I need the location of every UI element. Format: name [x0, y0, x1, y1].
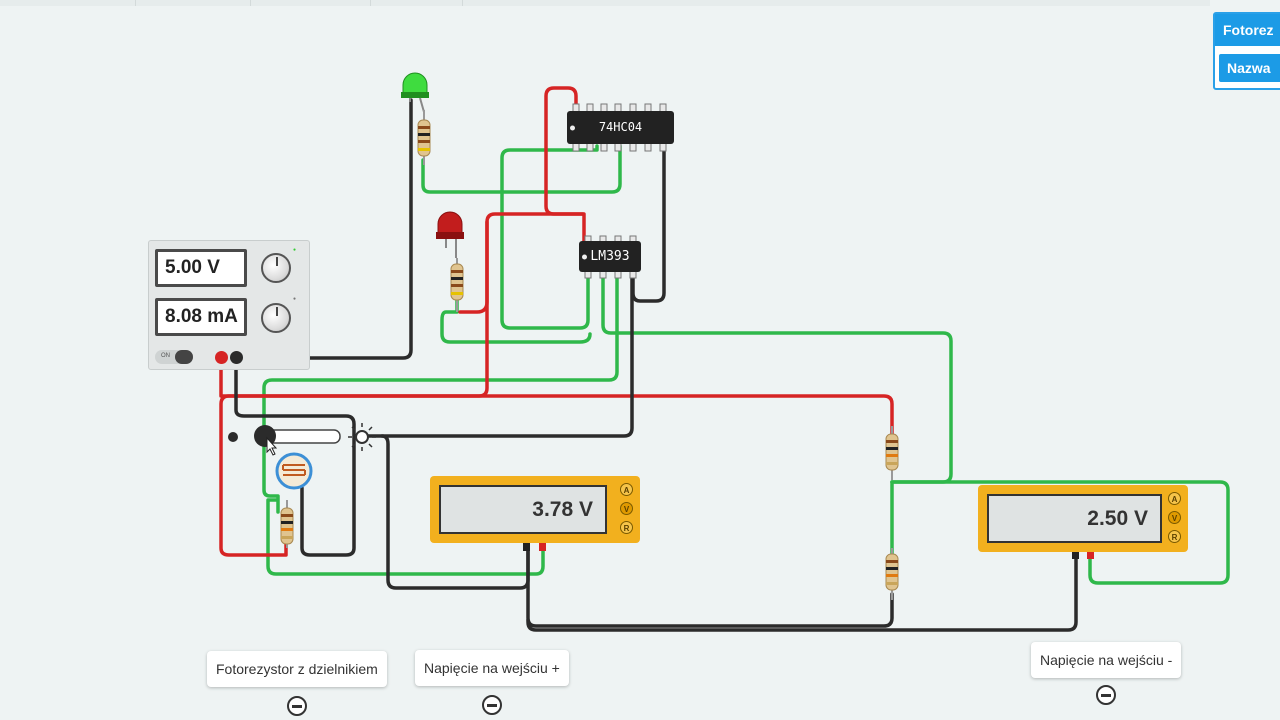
power-toggle-button[interactable]: ON	[155, 350, 193, 364]
collapse-minus-icon[interactable]	[482, 695, 502, 715]
red-wires[interactable]	[219, 86, 894, 557]
cv-indicator: ●	[293, 247, 297, 253]
meter-left-reading: 3.78 V	[439, 485, 607, 534]
negative-terminal[interactable]	[230, 351, 243, 364]
resistor-icon[interactable]	[450, 258, 464, 312]
chip-74hc04-label: 74HC04	[598, 120, 643, 134]
multimeter-right[interactable]: 2.50 V A V R	[978, 485, 1188, 552]
name-button[interactable]: Nazwa	[1219, 54, 1280, 82]
green-led-icon[interactable]	[401, 72, 429, 113]
meter-right-amp-button[interactable]: A	[1168, 492, 1181, 505]
label-input-plus[interactable]: Napięcie na wejściu +	[415, 650, 569, 686]
photoresistor-icon[interactable]	[275, 452, 313, 490]
top-toolbar-edge	[0, 0, 1210, 6]
resistor-icon[interactable]	[885, 426, 899, 480]
meter-left-amp-button[interactable]: A	[620, 483, 633, 496]
meter-left-volt-button[interactable]: V	[620, 502, 633, 515]
chip-lm393-label: LM393	[590, 249, 630, 264]
voltage-display: 5.00 V	[155, 249, 247, 287]
chip-lm393[interactable]: LM393	[579, 241, 641, 272]
green-wires[interactable]	[262, 144, 1230, 585]
slider-icon[interactable]	[228, 423, 376, 456]
resistor-icon[interactable]	[885, 548, 899, 600]
meter-right-reading: 2.50 V	[987, 494, 1162, 543]
label-photoresistor[interactable]: Fotorezystor z dzielnikiem	[207, 651, 387, 687]
collapse-minus-icon[interactable]	[287, 696, 307, 716]
toggle-knob	[175, 350, 193, 364]
red-led-icon[interactable]	[436, 211, 464, 258]
component-inspector-panel: Fotorez Nazwa	[1213, 12, 1280, 90]
power-supply[interactable]: 5.00 V 8.08 mA ● ● ON	[148, 240, 310, 370]
meter-left-ohm-button[interactable]: R	[620, 521, 633, 534]
resistor-icon[interactable]	[417, 110, 431, 165]
cc-indicator: ●	[293, 296, 297, 302]
multimeter-left[interactable]: 3.78 V A V R	[430, 476, 640, 543]
voltage-knob[interactable]	[261, 253, 291, 283]
collapse-minus-icon[interactable]	[1096, 685, 1116, 705]
resistor-icon[interactable]	[280, 500, 294, 548]
meter-right-ohm-button[interactable]: R	[1168, 530, 1181, 543]
positive-terminal[interactable]	[215, 351, 228, 364]
meter-right-volt-button[interactable]: V	[1168, 511, 1181, 524]
current-knob[interactable]	[261, 303, 291, 333]
label-input-minus[interactable]: Napięcie na wejściu -	[1031, 642, 1182, 678]
power-on-label: ON	[161, 353, 170, 359]
meter-probes[interactable]	[523, 541, 1094, 559]
current-display: 8.08 mA	[155, 298, 247, 336]
chip-74hc04[interactable]: 74HC04	[567, 111, 674, 144]
inspector-title[interactable]: Fotorez	[1215, 14, 1280, 46]
black-wires[interactable]	[234, 98, 1078, 632]
